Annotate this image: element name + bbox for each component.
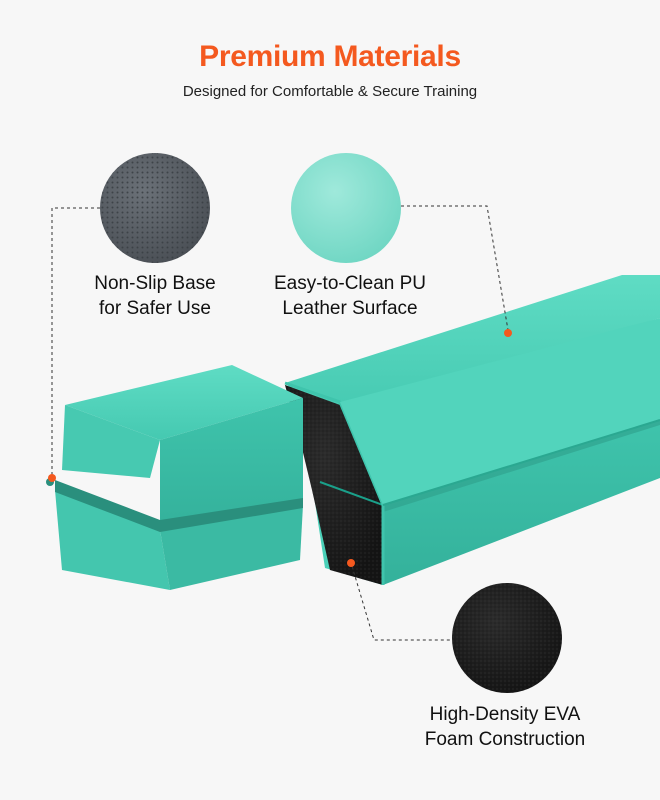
feature-label-pu-leather: Easy-to-Clean PU Leather Surface: [250, 271, 450, 321]
non-slip-base-swatch: [100, 153, 210, 263]
marker-dot-foam: [347, 559, 355, 567]
feature-label-line: Non-Slip Base: [94, 273, 216, 294]
page-subtitle: Designed for Comfortable & Secure Traini…: [182, 83, 478, 100]
feature-label-non-slip-base: Non-Slip Base for Safer Use: [70, 271, 240, 321]
eva-foam-swatch: [452, 583, 562, 693]
feature-label-eva-foam: High-Density EVA Foam Construction: [410, 702, 600, 752]
beam-long-section: [284, 275, 660, 585]
pu-leather-swatch: [291, 153, 401, 263]
leader-line-base: [51, 207, 100, 478]
feature-label-line: for Safer Use: [99, 298, 211, 319]
leader-line-pu: [401, 205, 509, 331]
marker-dot-pu: [504, 329, 512, 337]
feature-label-line: Easy-to-Clean PU: [273, 273, 427, 294]
marker-dot-base: [48, 474, 56, 482]
beam-short-section: [46, 365, 303, 590]
feature-label-line: High-Density EVA: [429, 704, 581, 725]
page-title: Premium Materials: [199, 40, 461, 73]
feature-label-line: Foam Construction: [424, 729, 586, 750]
feature-label-line: Leather Surface: [282, 298, 418, 319]
leader-line-foam: [351, 565, 452, 641]
